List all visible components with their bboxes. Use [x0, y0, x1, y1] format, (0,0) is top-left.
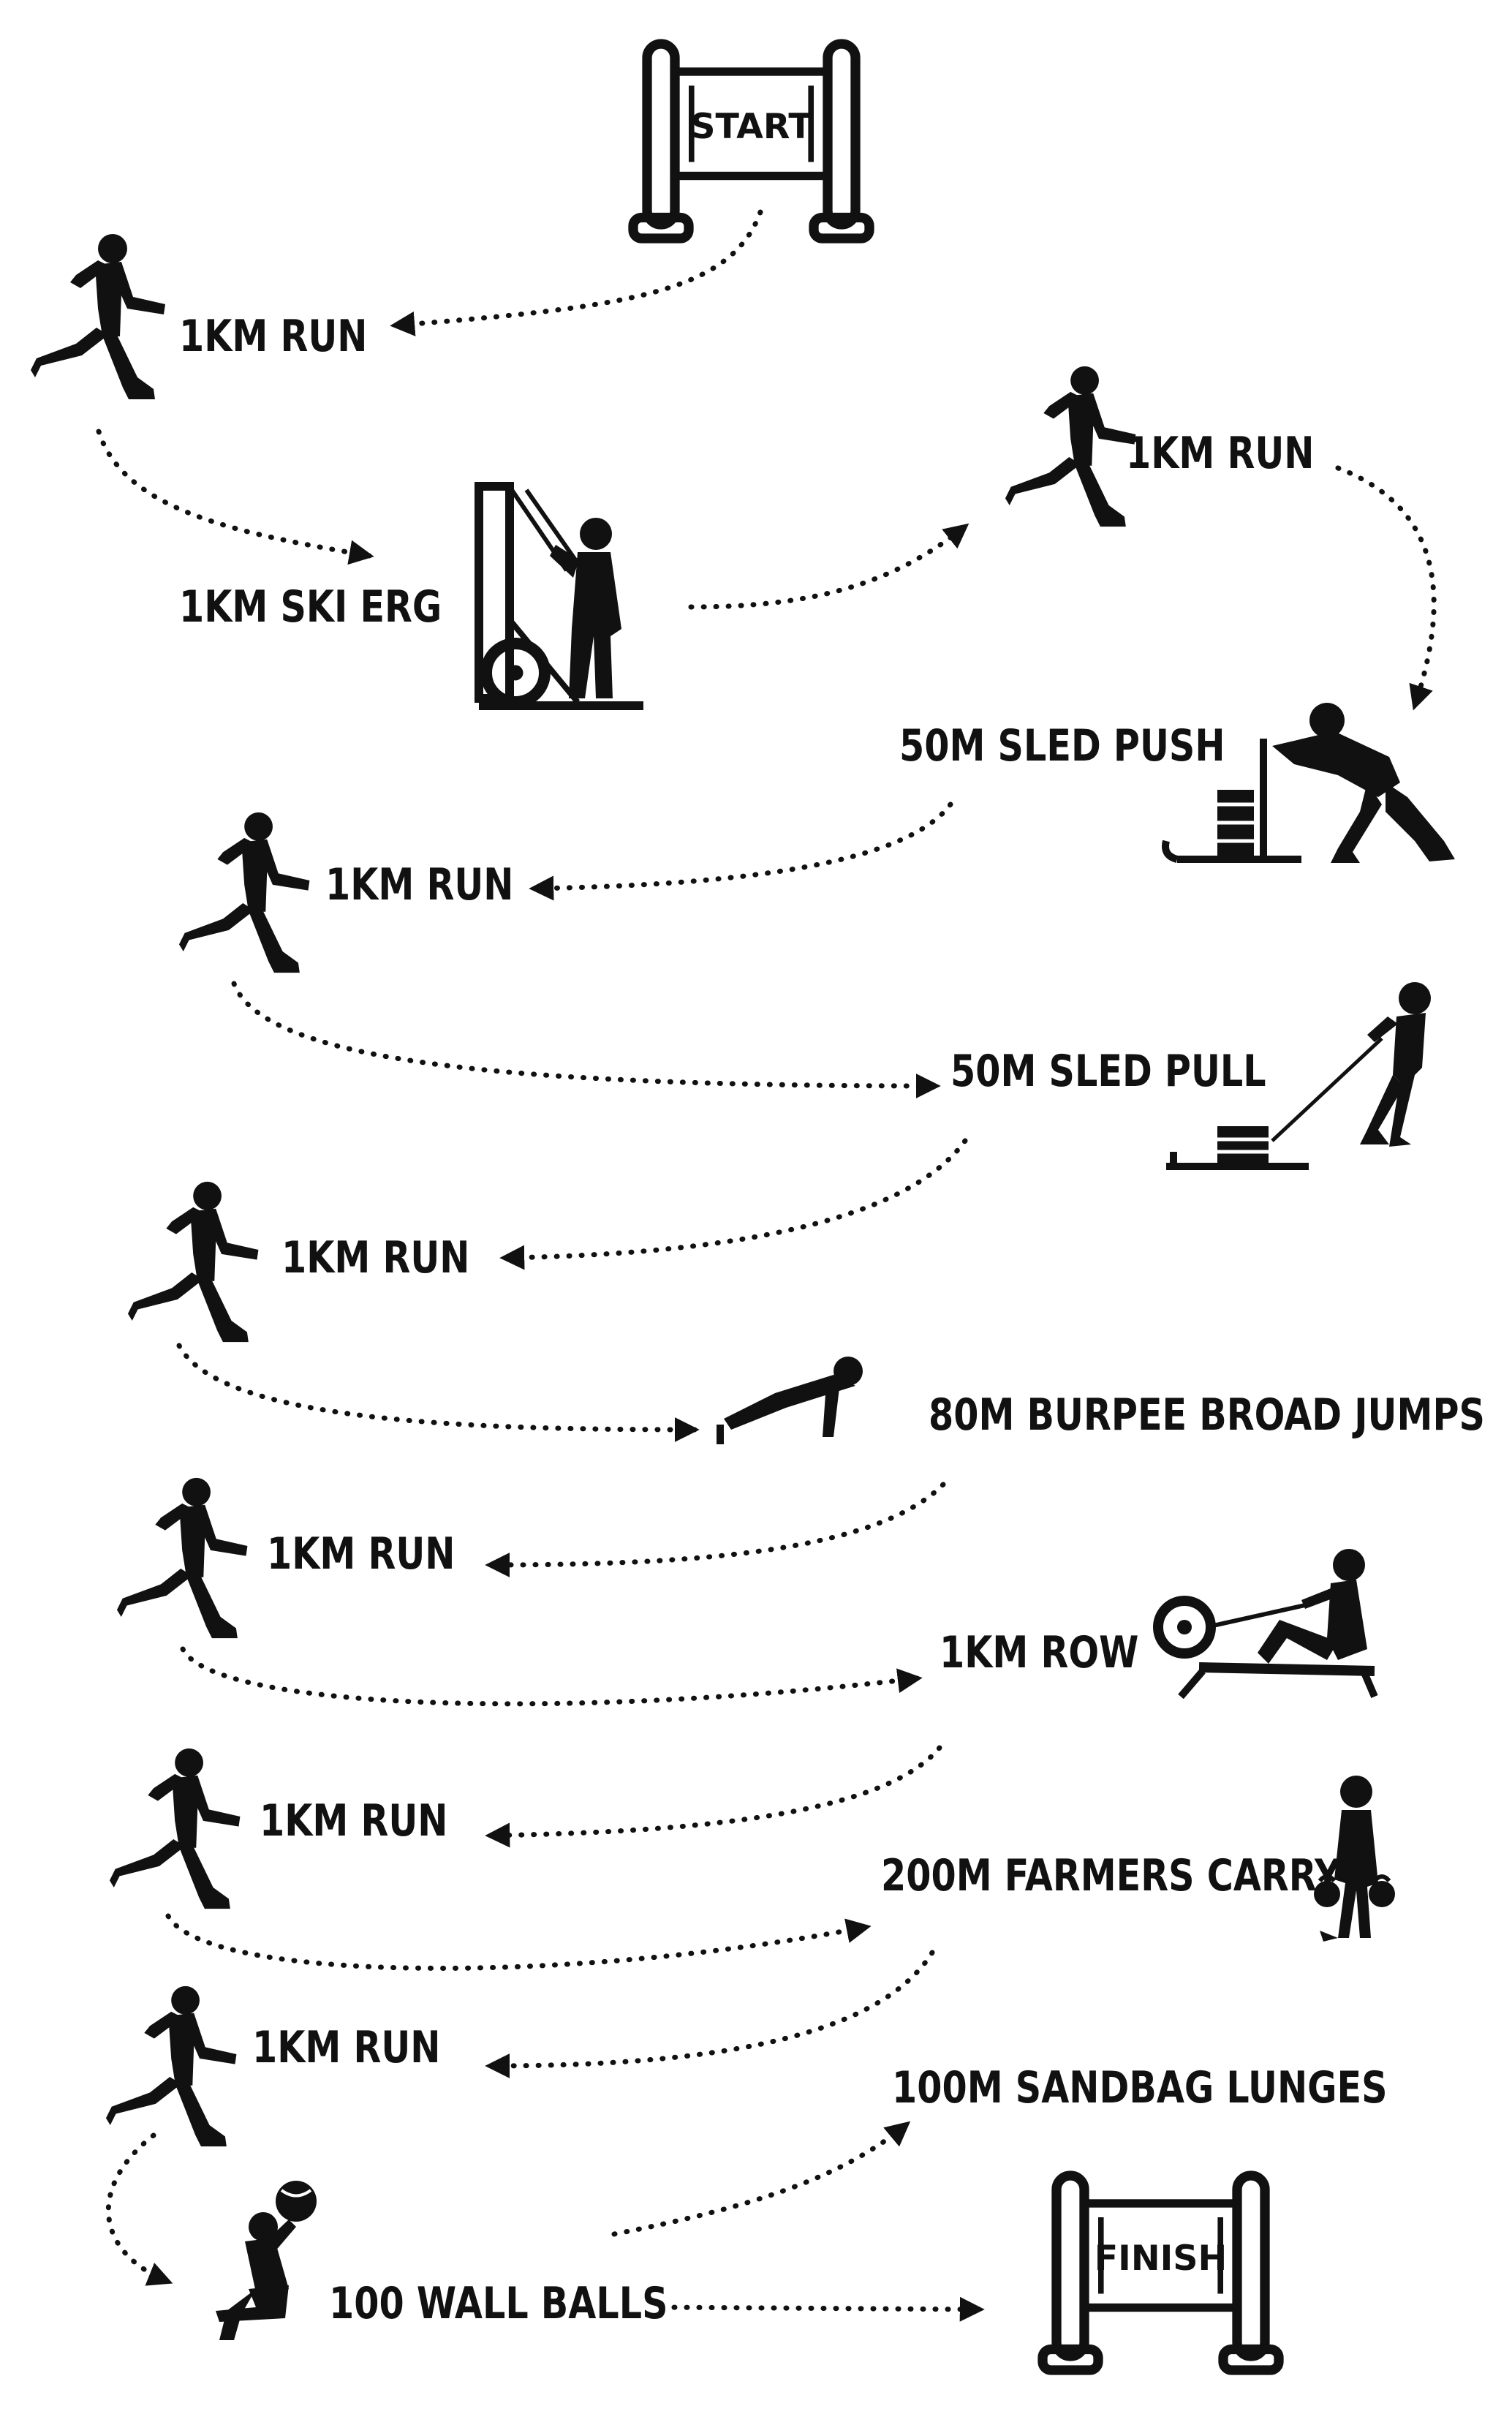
sled-push-icon — [1162, 703, 1455, 863]
station-label-sled-push: 50M SLED PUSH — [899, 720, 1225, 772]
sled-pull-icon — [1166, 982, 1431, 1170]
start-gate-text: START — [690, 107, 812, 147]
station-label-run-1: 1KM RUN — [179, 311, 368, 362]
runner-icon-2 — [1005, 366, 1136, 527]
arrow-wallballs-to-finish — [659, 2296, 985, 2322]
wall-ball-icon — [216, 2181, 317, 2340]
arrow-wallballs-to-lunges — [611, 2121, 911, 2237]
runner-icon-7 — [105, 1985, 237, 2147]
start-gate-icon: START — [633, 44, 869, 238]
station-label-sandbag-lunges: 100M SANDBAG LUNGES — [892, 2062, 1388, 2113]
station-label-run-6: 1KM RUN — [260, 1795, 448, 1847]
arrow-start-to-run1 — [390, 209, 763, 336]
rower-icon — [1153, 1549, 1378, 1700]
station-label-sled-pull: 50M SLED PULL — [950, 1046, 1266, 1097]
station-label-wall-balls: 100 WALL BALLS — [329, 2278, 668, 2329]
arrow-run2-to-sledpush — [1335, 465, 1437, 711]
station-label-row: 1KM ROW — [940, 1627, 1139, 1678]
station-label-burpee-broad-jumps: 80M BURPEE BROAD JUMPS — [929, 1389, 1485, 1441]
runner-icon-3 — [178, 812, 310, 973]
arrow-sledpull-to-run4 — [499, 1138, 968, 1270]
station-label-run-7: 1KM RUN — [252, 2022, 441, 2073]
arrow-skierg-to-run2 — [688, 523, 969, 610]
ski-erg-icon — [475, 482, 643, 710]
arrow-run3-to-sledpull — [231, 981, 941, 1098]
station-label-run-2: 1KM RUN — [1126, 428, 1315, 479]
arrow-run1-to-skierg — [96, 429, 374, 565]
station-label-farmers-carry: 200M FARMERS CARRY — [881, 1850, 1341, 1901]
arrow-sledpush-to-run3 — [529, 801, 953, 901]
arrow-run7-to-wallballs — [105, 2132, 173, 2286]
station-label-run-5: 1KM RUN — [267, 1528, 456, 1580]
arrow-run6-to-farmers — [165, 1913, 872, 1971]
arrow-run4-to-burpee — [176, 1343, 700, 1442]
finish-gate-icon: FINISH — [1043, 2176, 1279, 2370]
arrow-run5-to-row — [180, 1646, 923, 1707]
runner-icon-1 — [31, 234, 165, 399]
finish-gate-text: FINISH — [1095, 2238, 1228, 2279]
station-label-run-3: 1KM RUN — [325, 859, 514, 910]
farmers-carry-icon — [1314, 1776, 1395, 1942]
station-label-ski-erg: 1KM SKI ERG — [179, 581, 442, 633]
burpee-icon — [717, 1357, 863, 1444]
runner-icon-4 — [127, 1181, 259, 1343]
runner-icon-6 — [109, 1748, 241, 1909]
arrow-burpee-to-run5 — [485, 1482, 946, 1577]
route-arrows — [96, 209, 1437, 2322]
arrow-farmers-to-run7 — [485, 1950, 935, 2078]
runner-icon-5 — [116, 1477, 248, 1639]
arrow-row-to-run6 — [485, 1745, 942, 1848]
station-label-run-4: 1KM RUN — [281, 1232, 470, 1283]
